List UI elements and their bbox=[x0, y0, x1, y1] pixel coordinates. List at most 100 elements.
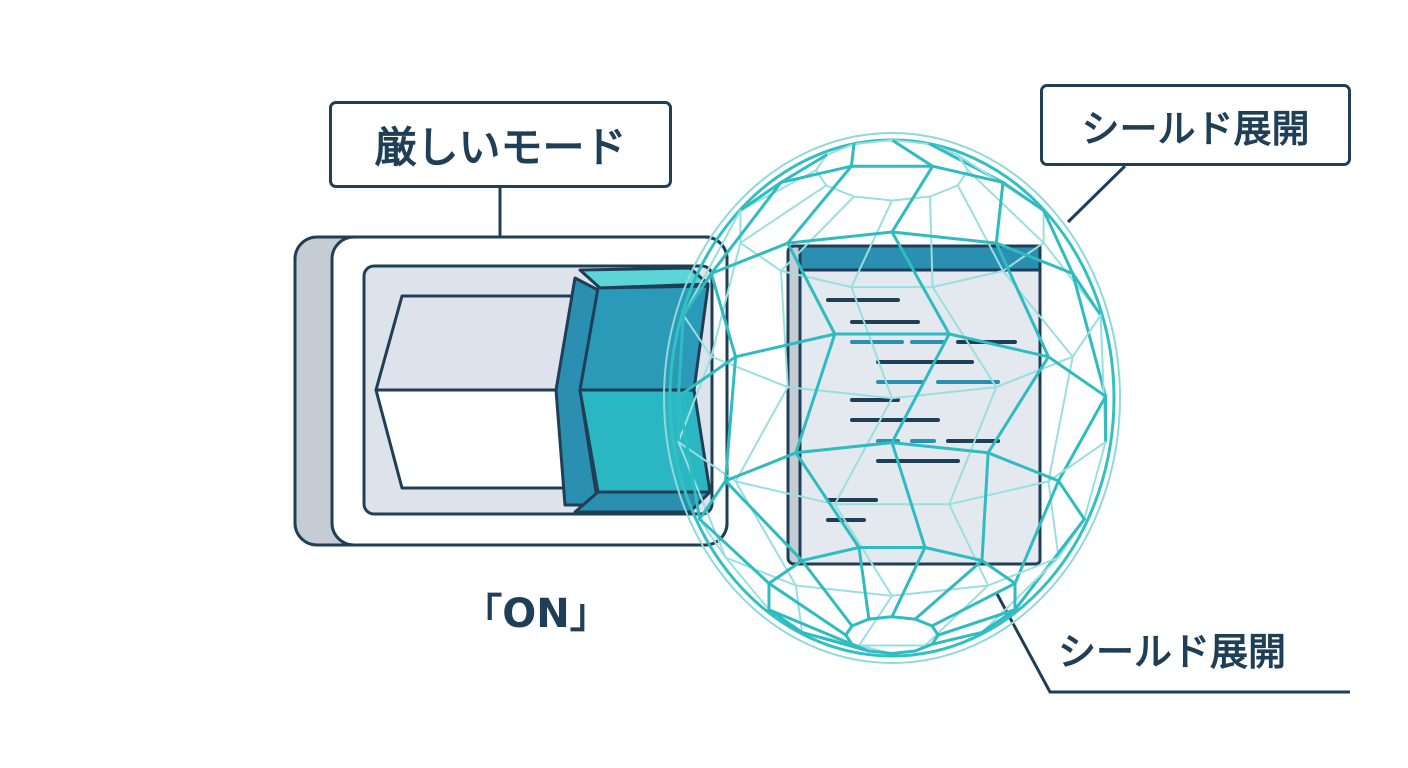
shield-mesh-edge bbox=[1002, 241, 1045, 272]
switch-teal-lower bbox=[578, 388, 712, 494]
shield-mesh-edge bbox=[780, 269, 789, 389]
shield-mesh-edge bbox=[994, 241, 1050, 359]
shield-mesh-edge bbox=[849, 142, 856, 168]
shield-mesh-edge bbox=[794, 584, 893, 597]
toggle-switch-icon bbox=[293, 235, 729, 547]
code-lines bbox=[826, 298, 1017, 522]
shield-mesh-edge bbox=[931, 164, 1005, 184]
shield-mesh-edge bbox=[1057, 394, 1108, 483]
shield-mesh-edge bbox=[1042, 208, 1075, 275]
shield-mesh-edge bbox=[724, 556, 770, 611]
shield-mesh-edge bbox=[850, 199, 893, 289]
shield-mesh-edge bbox=[1047, 480, 1060, 559]
shield-mesh-edge bbox=[986, 451, 1060, 483]
shield-mesh-edge bbox=[853, 195, 893, 202]
shield-mesh-edge bbox=[956, 184, 1004, 272]
shield-mesh-edge bbox=[890, 230, 951, 336]
shield-mesh-edge bbox=[676, 355, 738, 398]
shield-mesh-edge bbox=[956, 154, 969, 172]
shield-mesh-edge bbox=[739, 184, 828, 244]
shield-mesh-edge bbox=[825, 184, 855, 198]
shield-mesh-edge bbox=[857, 546, 871, 621]
shield-mesh-edge bbox=[844, 633, 854, 646]
shield-mesh-edge bbox=[986, 355, 1050, 455]
shield-mesh-edge bbox=[1083, 440, 1107, 521]
shield-mesh-edge bbox=[698, 517, 771, 585]
shield-mesh-edge bbox=[1013, 517, 1086, 612]
shield-mesh-edge bbox=[890, 615, 917, 621]
shield-mesh-edge bbox=[850, 642, 871, 653]
shield-mesh-edge bbox=[980, 608, 1017, 634]
shield-mesh-edge bbox=[890, 138, 935, 168]
switch-knob-top bbox=[374, 294, 574, 392]
shield-mesh-edge bbox=[800, 559, 854, 628]
shield-mesh-edge bbox=[890, 230, 998, 245]
shield-mesh-edge bbox=[966, 169, 1045, 244]
shield-mesh-edge bbox=[930, 581, 1017, 628]
shield-mesh-edge bbox=[767, 581, 848, 637]
shield-mesh-edge bbox=[724, 355, 738, 483]
shield-deploy-label-top: シールド展開 bbox=[1040, 84, 1351, 166]
shield-mesh-edge bbox=[676, 313, 685, 398]
shield-mesh-edge bbox=[734, 332, 837, 359]
shield-mesh-edge bbox=[948, 480, 1050, 506]
shield-mesh-edge bbox=[948, 503, 990, 587]
shield-mesh-edge bbox=[1057, 479, 1086, 521]
shield-mesh-edge bbox=[710, 241, 742, 358]
shield-mesh-edge bbox=[931, 269, 1004, 289]
shield-mesh-edge bbox=[948, 386, 998, 506]
shield-mesh-edge bbox=[930, 633, 940, 646]
shield-mesh-edge bbox=[794, 441, 894, 455]
geodesic-shield-icon bbox=[663, 132, 1121, 664]
shield-mesh-edge bbox=[994, 241, 1075, 275]
switch-teal-bottom-face bbox=[573, 490, 712, 514]
shield-mesh-edge bbox=[891, 584, 990, 597]
shield-mesh-edge bbox=[833, 397, 893, 506]
shield-mesh-edge bbox=[786, 230, 894, 245]
shield-mesh-edge bbox=[867, 649, 894, 655]
shield-mesh-edge bbox=[698, 518, 727, 559]
shield-mesh-edge bbox=[682, 314, 713, 358]
shield-mesh-edge bbox=[913, 559, 984, 621]
switch-teal-top-face bbox=[578, 266, 710, 290]
shield-mesh-edge bbox=[794, 584, 803, 634]
shield-mesh-edge bbox=[891, 386, 998, 400]
shield-mesh-edge bbox=[930, 630, 984, 646]
shield-mesh-edge bbox=[1013, 479, 1060, 585]
shield-outline-back bbox=[663, 132, 1121, 664]
code-document-icon bbox=[786, 244, 1042, 566]
shield-mesh-edge bbox=[780, 195, 855, 272]
shield-mesh-edge bbox=[786, 241, 837, 336]
shield-mesh-edge bbox=[929, 184, 959, 198]
shield-mesh-edge bbox=[767, 559, 804, 585]
shield-mesh-edge bbox=[1071, 272, 1108, 398]
shield-mesh-edge bbox=[890, 441, 990, 455]
shield-mesh-edge bbox=[739, 241, 782, 272]
shield-mesh-edge bbox=[1047, 440, 1107, 483]
shield-mesh-edge bbox=[923, 546, 984, 563]
shield-mesh-edge bbox=[850, 286, 893, 400]
shield-mesh-edge bbox=[929, 195, 934, 289]
shield-mesh-edge bbox=[947, 332, 1050, 359]
shield-mesh-edge bbox=[734, 480, 836, 506]
shield-mesh-edge bbox=[710, 355, 789, 389]
shield-mesh-edge bbox=[930, 624, 940, 637]
shield-mesh-edge bbox=[853, 139, 893, 146]
shield-mesh-edge bbox=[867, 615, 894, 621]
shield-mesh-edge bbox=[738, 180, 783, 212]
shield-mesh-edge bbox=[980, 559, 1017, 585]
shield-mesh-edge bbox=[734, 386, 789, 483]
shield-mesh-edge bbox=[681, 272, 713, 317]
shield-mesh-edge bbox=[1071, 314, 1102, 358]
shield-mesh-edge bbox=[698, 479, 727, 521]
connectors bbox=[498, 164, 1350, 694]
shield-mesh-edge bbox=[891, 139, 931, 146]
shield-mesh-edge bbox=[890, 546, 927, 619]
shield-mesh-edge bbox=[844, 624, 854, 637]
shield-mesh-edge bbox=[890, 441, 927, 549]
mode-label: 厳しいモード bbox=[329, 101, 672, 188]
shield-mesh-edge bbox=[858, 594, 893, 647]
shield-top-connector bbox=[1066, 164, 1127, 224]
shield-mesh-edge bbox=[987, 556, 1060, 587]
